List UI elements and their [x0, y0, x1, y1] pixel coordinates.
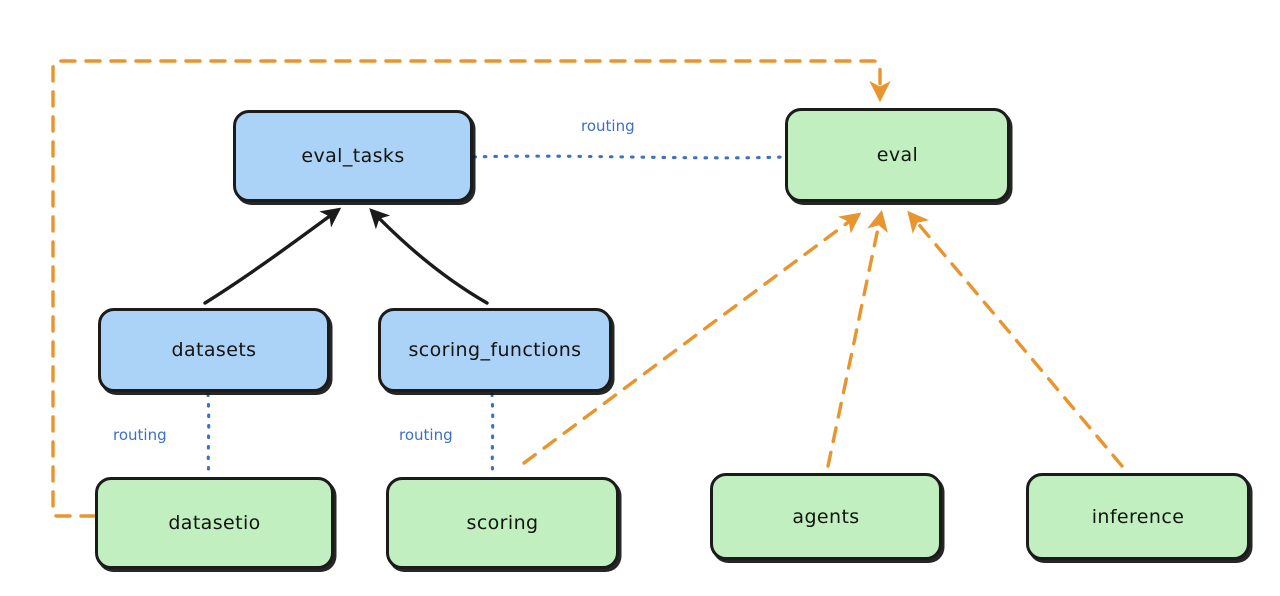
node-label: inference — [1091, 505, 1185, 528]
node-label: datasets — [171, 339, 257, 361]
node-label: scoring_functions — [408, 339, 582, 361]
edge-scoring_functions-eval_tasks — [369, 208, 489, 305]
node-label: eval_tasks — [301, 145, 405, 167]
node-scoring-functions[interactable]: scoring_functions — [378, 308, 612, 392]
edge-datasets-datasetio — [206, 392, 211, 479]
edge-scoring_functions-scoring — [490, 392, 495, 479]
node-datasetio[interactable]: datasetio — [95, 477, 334, 569]
edge-label-routing-datasetio: routing — [113, 426, 167, 444]
edge-agents-eval — [826, 209, 888, 468]
edge-datasets-eval_tasks — [203, 207, 342, 305]
node-eval-tasks[interactable]: eval_tasks — [233, 110, 473, 202]
node-agents[interactable]: agents — [710, 473, 942, 560]
node-inference[interactable]: inference — [1026, 473, 1250, 560]
edge-eval_tasks-eval — [472, 154, 785, 160]
node-datasets[interactable]: datasets — [98, 308, 330, 392]
edge-inference-eval — [907, 210, 1124, 468]
edge-label-routing-scoring: routing — [399, 426, 453, 444]
node-label: eval — [876, 144, 919, 166]
node-label: datasetio — [168, 512, 261, 534]
node-label: agents — [792, 505, 860, 528]
edge-scoring-eval — [522, 212, 862, 465]
edge-label-routing-eval: routing — [581, 117, 635, 135]
node-eval[interactable]: eval — [785, 108, 1010, 202]
node-label: scoring — [466, 512, 539, 534]
node-scoring[interactable]: scoring — [386, 477, 619, 569]
